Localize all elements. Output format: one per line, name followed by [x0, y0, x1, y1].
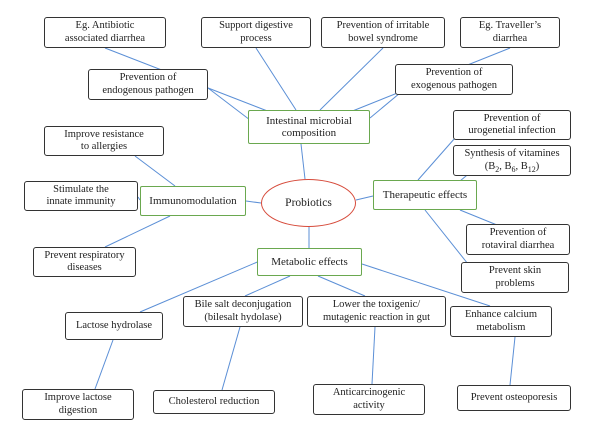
connector-toxigenic-anticarcinogenic	[371, 326, 376, 385]
urogenital-infection-node: Prevention of urogenetial infection	[453, 110, 571, 140]
connector-bile-cholesterol	[221, 326, 241, 391]
connector-center-therapeutic	[355, 195, 374, 201]
innate-immunity-label: Stimulate the innate immunity	[46, 183, 116, 208]
prevent-osteoporesis-node: Prevent osteoporesis	[457, 385, 571, 411]
cholesterol-reduction-node: Cholesterol reduction	[153, 390, 275, 414]
connector-calcium-osteoporesis	[509, 336, 516, 386]
rotaviral-diarrhea-node: Prevention of rotaviral diarrhea	[466, 224, 570, 255]
endogenous-pathogen-node: Prevention of endogenous pathogen	[88, 69, 208, 100]
therapeutic-effects-label: Therapeutic effects	[382, 188, 468, 201]
connector-metabolic-calcium	[361, 263, 491, 307]
anticarcinogenic-activity-node: Anticarcinogenic activity	[313, 384, 425, 415]
traveller-diarrhea-node: Eg. Traveller’s diarrhea	[460, 17, 560, 48]
antibiotic-diarrhea-label: Eg. Antibiotic associated diarrhea	[64, 20, 146, 44]
calcium-metabolism-label: Enhance calcium metabolism	[464, 309, 537, 333]
connector-intestinal-ibs	[319, 47, 384, 111]
irritable-bowel-node: Prevention of irritable bowel syndrome	[321, 17, 445, 48]
bile-salt-label: Bile salt deconjugation (bilesalt hydola…	[194, 299, 292, 323]
connector-center-top	[300, 143, 306, 180]
cholesterol-reduction-label: Cholesterol reduction	[168, 395, 260, 407]
support-digestive-node: Support digestive process	[201, 17, 311, 48]
toxigenic-reaction-label: Lower the toxigenic/ mutagenic reaction …	[322, 299, 430, 323]
respiratory-diseases-label: Prevent respiratory diseases	[44, 249, 125, 274]
respiratory-diseases-node: Prevent respiratory diseases	[33, 247, 136, 277]
metabolic-effects-node: Metabolic effects	[257, 248, 362, 276]
calcium-metabolism-node: Enhance calcium metabolism	[450, 306, 552, 337]
immunomodulation-label: Immunomodulation	[149, 194, 237, 207]
skin-problems-node: Prevent skin problems	[461, 262, 569, 293]
lactose-digestion-node: Improve lactose digestion	[22, 389, 134, 420]
prevent-osteoporesis-label: Prevent osteoporesis	[470, 391, 558, 403]
intestinal-microbial-composition-label: Intestinal microbial composition	[266, 114, 352, 140]
immunomodulation-node: Immunomodulation	[140, 186, 246, 216]
exogenous-pathogen-label: Prevention of exogenous pathogen	[410, 67, 498, 91]
connector-immuno-allergies	[134, 155, 176, 187]
rotaviral-diarrhea-label: Prevention of rotaviral diarrhea	[481, 227, 555, 251]
connector-therapeutic-skin	[424, 209, 469, 265]
connector-intestinal-exogenous	[369, 92, 401, 119]
bile-salt-node: Bile salt deconjugation (bilesalt hydola…	[183, 296, 303, 327]
skin-problems-label: Prevent skin problems	[488, 265, 542, 289]
metabolic-effects-label: Metabolic effects	[271, 255, 348, 268]
connector-metabolic-toxigenic	[317, 275, 366, 297]
connector-center-immuno	[245, 200, 262, 204]
connector-therapeutic-urogenital	[417, 137, 456, 181]
innate-immunity-node: Stimulate the innate immunity	[24, 181, 138, 211]
urogenital-infection-label: Prevention of urogenetial infection	[468, 112, 556, 137]
probiotics-center-label: Probiotics	[285, 196, 332, 209]
anticarcinogenic-activity-label: Anticarcinogenic activity	[332, 387, 406, 411]
antibiotic-diarrhea-node: Eg. Antibiotic associated diarrhea	[44, 17, 166, 48]
exogenous-pathogen-node: Prevention of exogenous pathogen	[395, 64, 513, 95]
intestinal-microbial-composition-node: Intestinal microbial composition	[248, 110, 370, 144]
vitamins-synthesis-node: Synthesis of vitamines(B2, B6, B12)	[453, 145, 571, 176]
connector-metabolic-bile	[244, 275, 291, 297]
lactose-digestion-label: Improve lactose digestion	[44, 392, 112, 416]
resistance-allergies-label: Improve resistance to allergies	[64, 128, 144, 153]
traveller-diarrhea-label: Eg. Traveller’s diarrhea	[478, 20, 542, 44]
connector-metabolic-lactase	[139, 259, 263, 313]
irritable-bowel-label: Prevention of irritable bowel syndrome	[336, 20, 430, 44]
connector-immuno-respiratory	[104, 215, 171, 248]
support-digestive-label: Support digestive process	[219, 20, 293, 44]
lactose-hydrolase-label: Lactose hydrolase	[75, 319, 153, 331]
toxigenic-reaction-node: Lower the toxigenic/ mutagenic reaction …	[307, 296, 446, 327]
probiotics-center-node: Probiotics	[261, 179, 356, 227]
lactose-hydrolase-node: Lactose hydrolase	[65, 312, 163, 340]
therapeutic-effects-node: Therapeutic effects	[373, 180, 477, 210]
endogenous-pathogen-label: Prevention of endogenous pathogen	[102, 72, 194, 96]
vitamins-synthesis-label: Synthesis of vitamines(B2, B6, B12)	[464, 148, 560, 174]
connector-intestinal-endogenous	[207, 87, 251, 121]
connector-therapeutic-rotaviral	[459, 209, 498, 226]
connector-lactase-lactose-digestion	[94, 339, 114, 390]
connector-immuno-innate	[137, 196, 141, 201]
resistance-allergies-node: Improve resistance to allergies	[44, 126, 164, 156]
connector-intestinal-digestive	[255, 47, 297, 111]
